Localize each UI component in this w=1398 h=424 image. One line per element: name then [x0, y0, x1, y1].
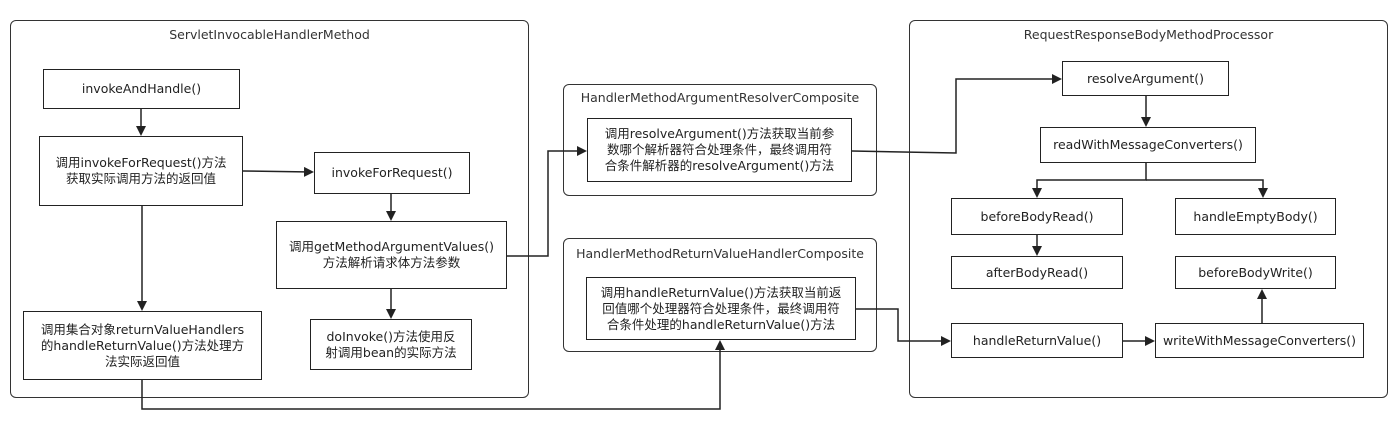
arrow-call-to-invoke-for-request	[242, 166, 314, 177]
node-handle-return-value-composite[interactable]: 调用handleReturnValue()方法获取当前返回值哪个处理器符合处理条…	[586, 277, 856, 340]
group-title-processor: RequestResponseBodyMethodProcessor	[1023, 27, 1274, 42]
group-title-resolver: HandlerMethodArgumentResolverComposite	[580, 90, 860, 105]
node-invoke-and-handle[interactable]: invokeAndHandle()	[43, 69, 240, 109]
node-write-with-message-converters[interactable]: writeWithMessageConverters()	[1155, 323, 1364, 358]
node-call-invoke-for-request[interactable]: 调用invokeForRequest()方法获取实际调用方法的返回值	[39, 136, 243, 206]
node-handle-empty-body[interactable]: handleEmptyBody()	[1175, 198, 1336, 235]
node-resolve-argument-composite[interactable]: 调用resolveArgument()方法获取当前参数哪个解析器符合处理条件，最…	[587, 118, 852, 182]
node-get-method-argument-values[interactable]: 调用getMethodArgumentValues()方法解析请求体方法参数	[276, 221, 507, 289]
node-before-body-write[interactable]: beforeBodyWrite()	[1175, 256, 1336, 289]
node-handle-return-value[interactable]: handleReturnValue()	[951, 323, 1123, 358]
arrow-read-to-handle-empty-body	[1146, 179, 1268, 198]
node-before-body-read[interactable]: beforeBodyRead()	[951, 198, 1123, 235]
node-invoke-for-request[interactable]: invokeForRequest()	[314, 152, 470, 194]
group-title-return-handler: HandlerMethodReturnValueHandlerComposite	[576, 246, 864, 261]
node-resolve-argument[interactable]: resolveArgument()	[1062, 61, 1229, 96]
arrow-return-composite-to-handle-return-value	[856, 308, 951, 346]
arrow-resolver-to-resolve-argument	[851, 74, 1062, 154]
node-read-with-message-converters[interactable]: readWithMessageConverters()	[1040, 127, 1256, 163]
node-do-invoke[interactable]: doInvoke()方法使用反射调用bean的实际方法	[310, 319, 472, 370]
arrow-read-to-before-body-read	[1032, 163, 1147, 198]
arrow-handlers-to-return-composite	[141, 340, 725, 410]
arrow-get-args-to-resolver	[507, 146, 587, 257]
group-title-servlet: ServletInvocableHandlerMethod	[169, 27, 370, 42]
node-after-body-read[interactable]: afterBodyRead()	[951, 256, 1123, 289]
